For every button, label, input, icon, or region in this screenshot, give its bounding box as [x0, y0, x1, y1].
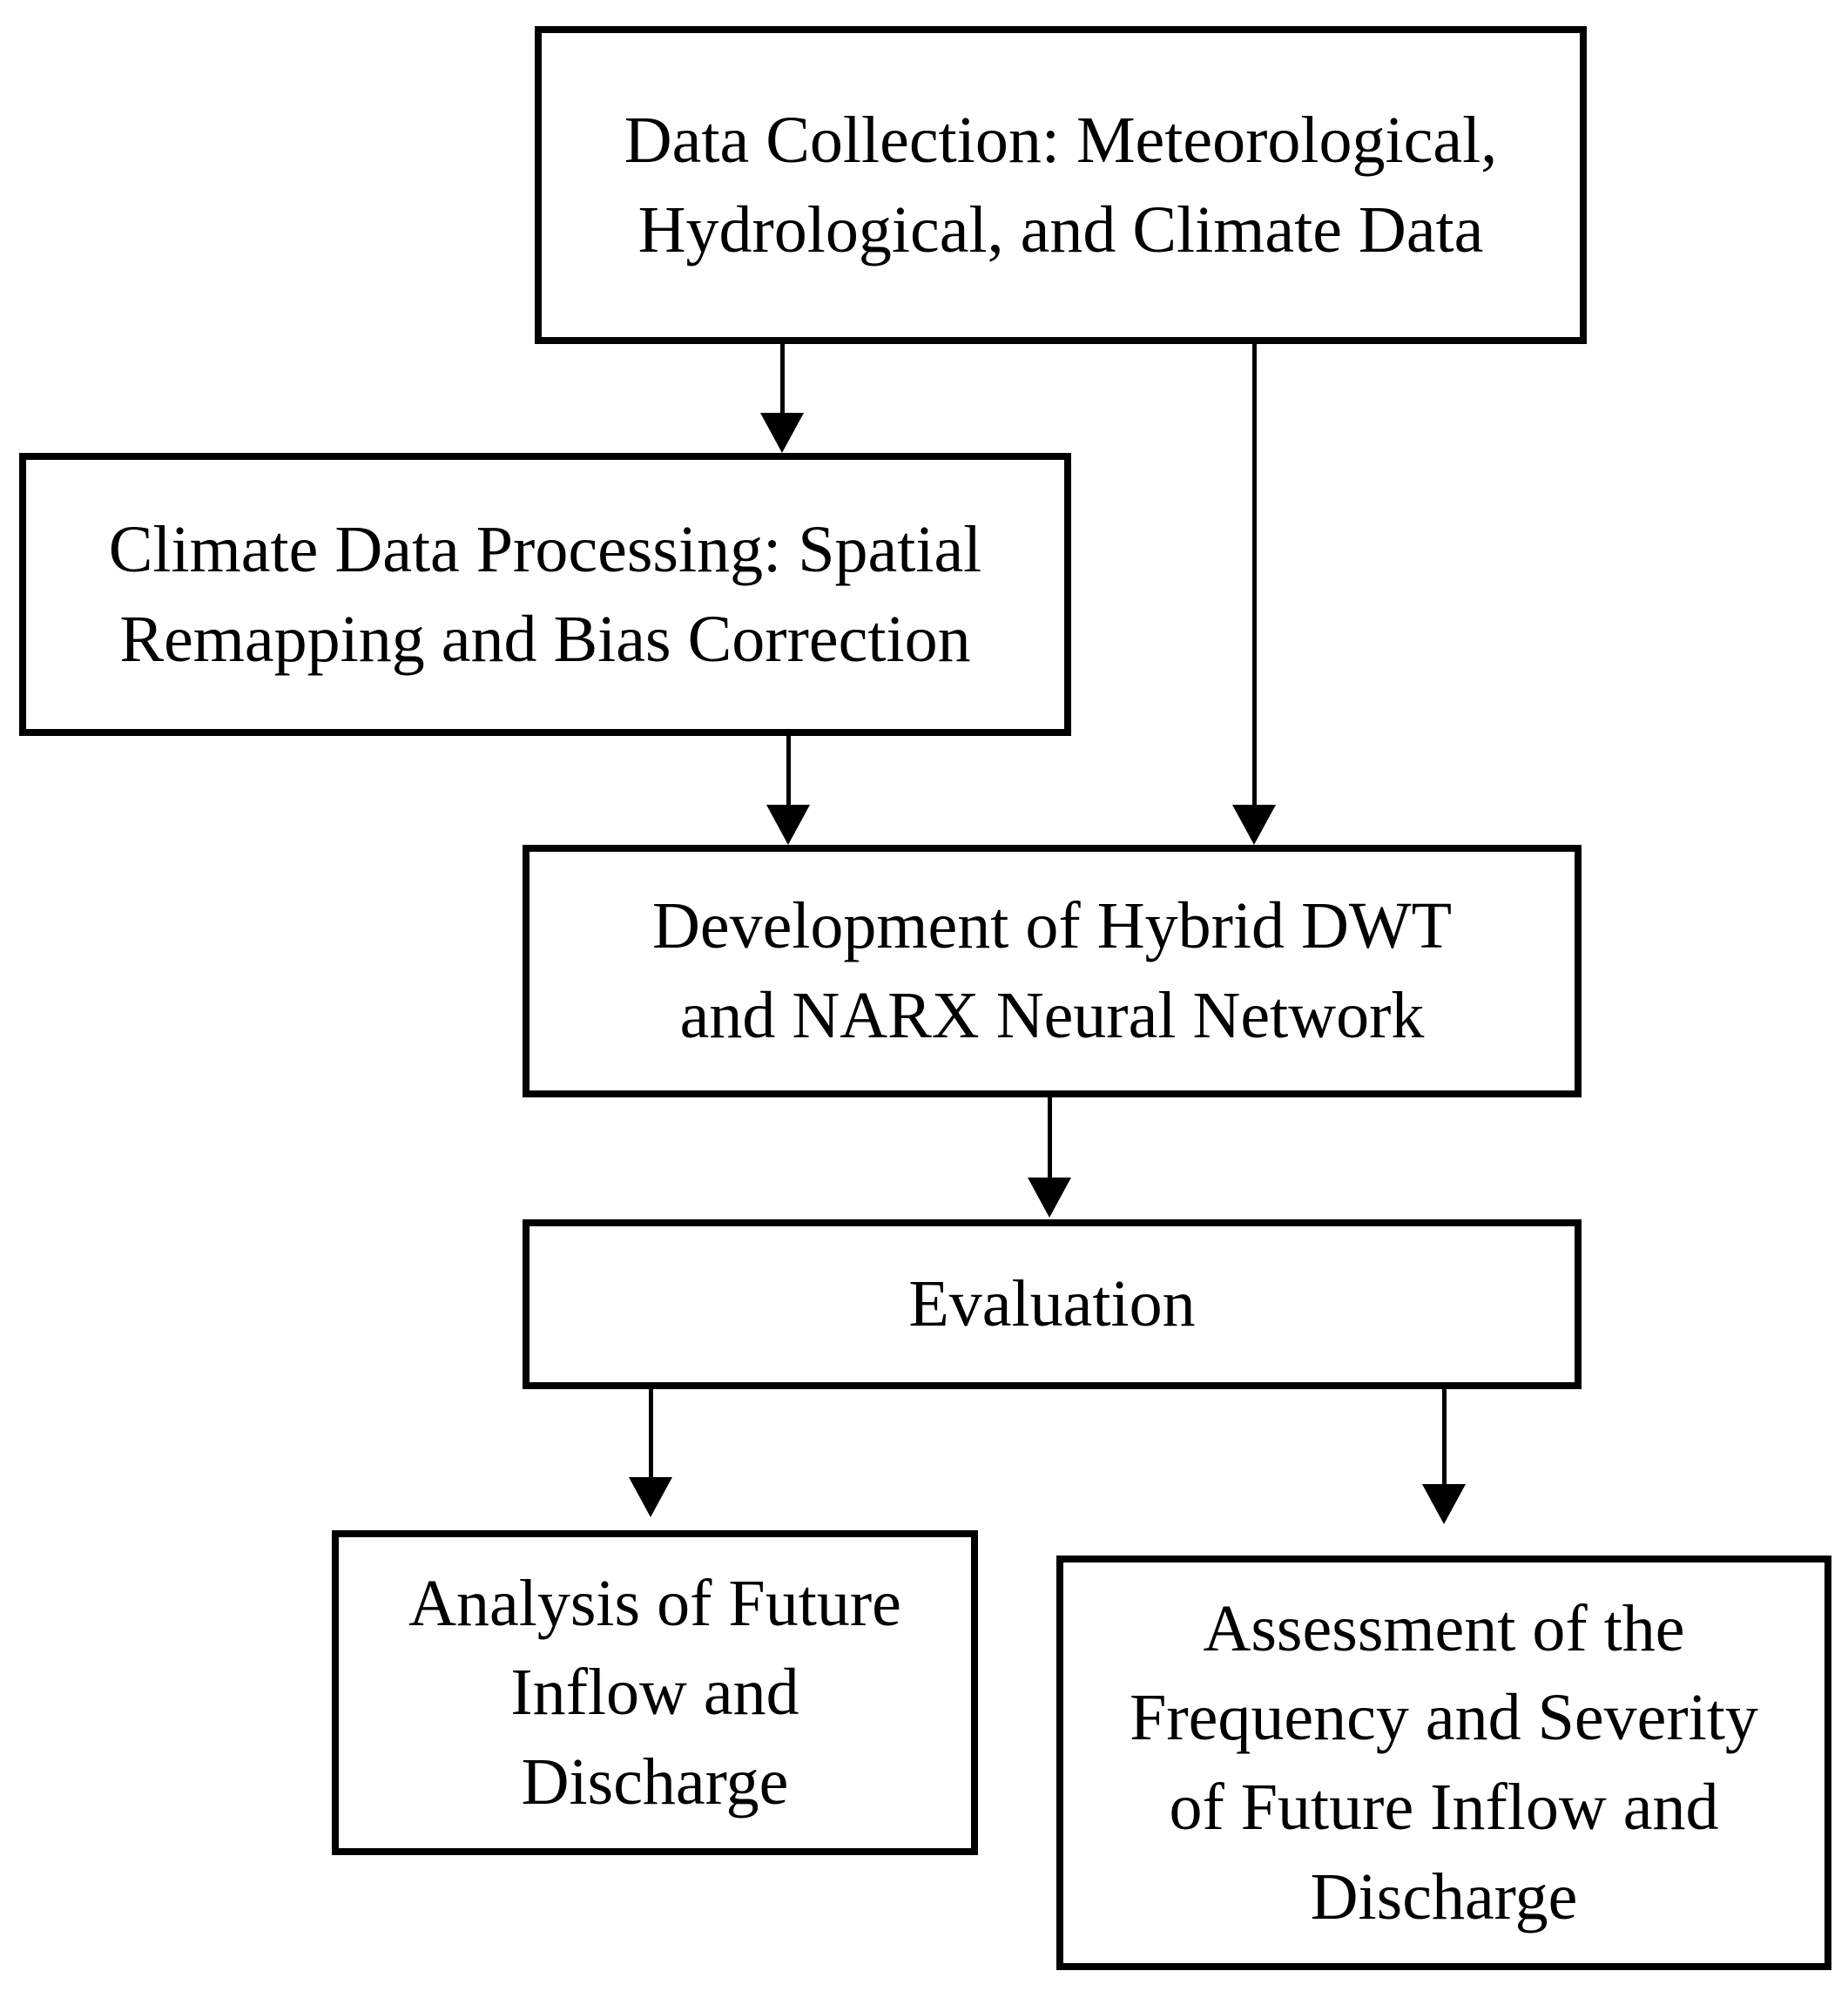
node-evaluation: Evaluation — [523, 1219, 1582, 1389]
arrowhead-icon — [766, 805, 810, 845]
node-hybrid-dwt-narx: Development of Hybrid DWT and NARX Neura… — [523, 845, 1582, 1097]
arrowhead-icon — [1232, 805, 1276, 845]
node-data-collection: Data Collection: Meteorological, Hydrolo… — [535, 26, 1587, 344]
node-label: Evaluation — [908, 1267, 1196, 1341]
arrowhead-icon — [1422, 1484, 1466, 1524]
node-label: Analysis of Future Inflow and Discharge — [408, 1566, 901, 1819]
arrow-line — [1442, 1387, 1447, 1486]
node-analysis-future-inflow: Analysis of Future Inflow and Discharge — [332, 1530, 978, 1855]
node-label: Assessment of the Frequency and Severity… — [1130, 1591, 1758, 1934]
arrowhead-icon — [629, 1477, 672, 1517]
arrow-line — [1048, 1096, 1052, 1180]
arrow-line — [1252, 342, 1257, 806]
node-label: Climate Data Processing: Spatial Remappi… — [108, 512, 982, 676]
arrowhead-icon — [1028, 1178, 1071, 1218]
arrow-line — [780, 342, 785, 419]
arrow-line — [649, 1387, 653, 1479]
node-assessment-frequency-severity: Assessment of the Frequency and Severity… — [1056, 1556, 1831, 1970]
arrow-line — [786, 734, 791, 807]
node-climate-data-processing: Climate Data Processing: Spatial Remappi… — [19, 453, 1071, 736]
arrowhead-icon — [760, 413, 804, 453]
node-label: Development of Hybrid DWT and NARX Neura… — [651, 889, 1453, 1052]
node-label: Data Collection: Meteorological, Hydrolo… — [624, 103, 1498, 267]
